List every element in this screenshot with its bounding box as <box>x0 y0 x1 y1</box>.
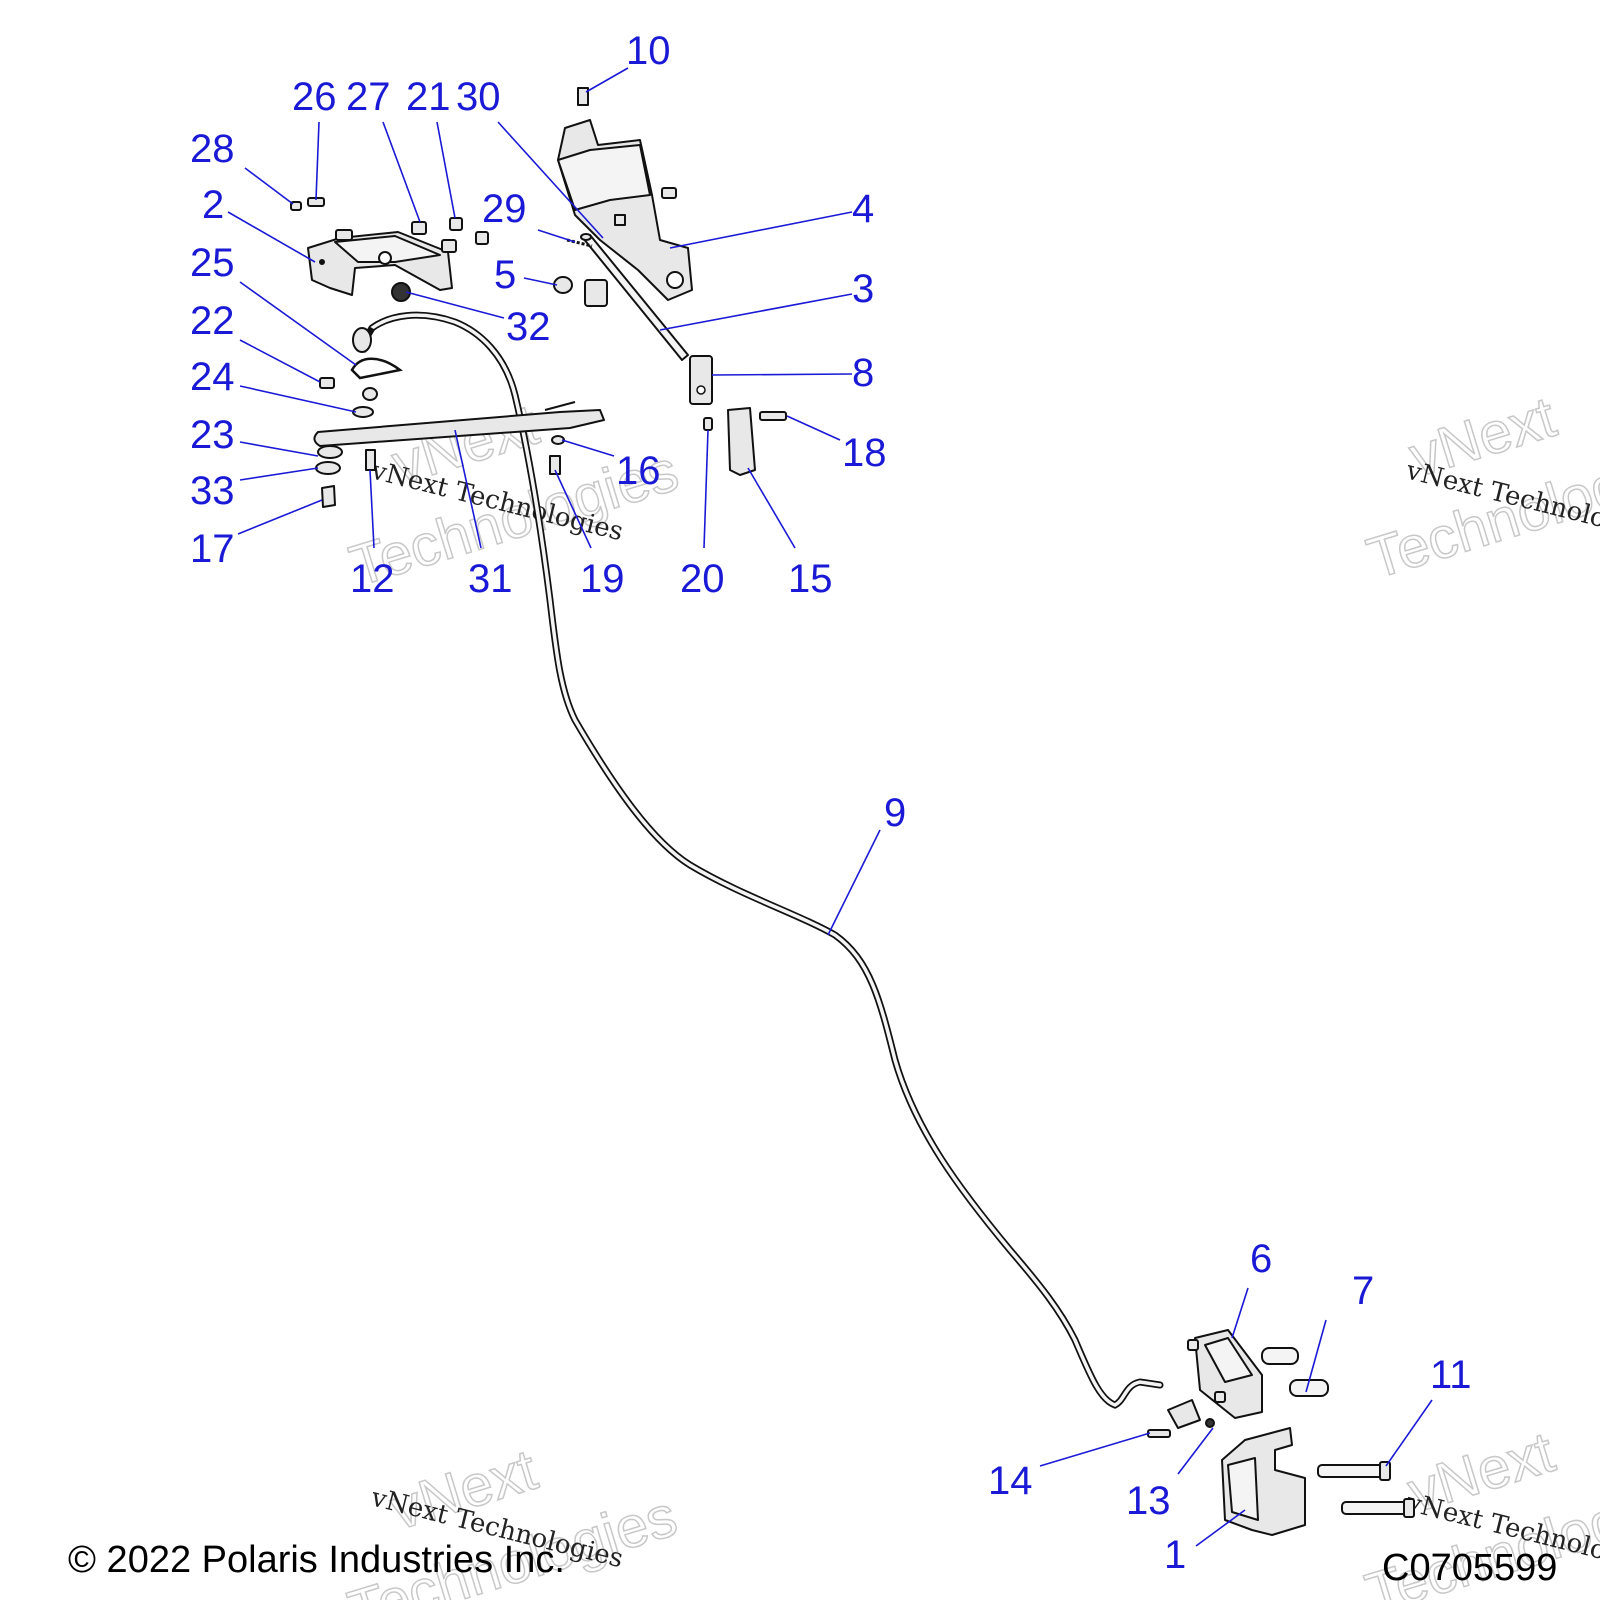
callouts: 10 26 27 21 30 28 2 29 4 5 3 25 32 22 8 … <box>190 29 1472 1577</box>
bolt-part-19 <box>549 455 561 475</box>
callout-23: 23 <box>190 413 235 457</box>
plate-part-8 <box>689 355 713 405</box>
callout-13: 13 <box>1126 1479 1171 1523</box>
fastener-28 <box>290 201 302 211</box>
callout-9: 9 <box>884 791 906 835</box>
clip-part-25 <box>350 357 403 380</box>
callout-32: 32 <box>506 305 551 349</box>
bracket-part-1 <box>1221 1427 1306 1536</box>
fastener-cluster-top-left <box>290 197 489 253</box>
washer-part-33 <box>315 461 341 475</box>
copyright-text: © 2022 Polaris Industries Inc. <box>68 1539 565 1581</box>
callout-26: 26 <box>292 75 337 119</box>
callout-27: 27 <box>346 75 391 119</box>
clip-part-13 <box>1205 1418 1215 1428</box>
callout-1: 1 <box>1164 1533 1186 1577</box>
lever-part-31 <box>313 409 605 447</box>
callout-3: 3 <box>852 267 874 311</box>
cable-part-9 <box>368 311 1164 1409</box>
callout-33: 33 <box>190 469 235 513</box>
rod-part-3 <box>580 233 689 361</box>
callout-12: 12 <box>350 557 395 601</box>
grommet-part-32 <box>391 282 411 302</box>
callout-30: 30 <box>456 75 501 119</box>
bolt-part-10 <box>577 87 589 106</box>
callout-21: 21 <box>406 75 451 119</box>
callout-17: 17 <box>190 527 235 571</box>
diagram-code: C0705599 <box>1382 1547 1557 1589</box>
bracket-part-2 <box>307 231 453 296</box>
callout-22: 22 <box>190 299 235 343</box>
lever-tip <box>544 401 576 411</box>
pin-part-14 <box>1147 1429 1171 1438</box>
fastener-27 <box>411 221 427 235</box>
callout-19: 19 <box>580 557 625 601</box>
clevis-part-13 <box>1167 1399 1201 1429</box>
callout-25: 25 <box>190 241 235 285</box>
callout-16: 16 <box>616 449 661 493</box>
sleeves-part-7 <box>1261 1347 1329 1397</box>
pin-part-20 <box>703 417 713 431</box>
callout-8: 8 <box>852 351 874 395</box>
fastener-21 <box>449 217 463 231</box>
washer-part-23 <box>317 445 343 459</box>
callout-31: 31 <box>468 557 513 601</box>
cable-fitting-top <box>352 327 372 353</box>
bolt-part-12 <box>365 449 376 471</box>
callout-10: 10 <box>626 29 671 73</box>
collar-block <box>584 279 608 307</box>
bolt-part-18 <box>759 411 787 421</box>
callout-24: 24 <box>190 355 235 399</box>
leader-lines <box>227 67 1433 1547</box>
callout-2: 2 <box>202 183 224 227</box>
nut-part-22 <box>319 377 335 389</box>
callout-28: 28 <box>190 127 235 171</box>
housing-part-4 <box>557 119 693 301</box>
callout-7: 7 <box>1352 1269 1374 1313</box>
assembly-part-6 <box>1187 1329 1263 1419</box>
callout-5: 5 <box>494 253 516 297</box>
callout-20: 20 <box>680 557 725 601</box>
callout-29: 29 <box>482 187 527 231</box>
spring-part-29 <box>566 238 593 248</box>
callout-14: 14 <box>988 1459 1033 1503</box>
cable-highlight <box>370 313 1162 1407</box>
callout-15: 15 <box>788 557 833 601</box>
callout-11: 11 <box>1430 1353 1472 1397</box>
block-part-15 <box>727 407 756 476</box>
callout-4: 4 <box>852 187 874 231</box>
bolts-part-11 <box>1317 1461 1415 1518</box>
bolt-part-17 <box>321 485 336 508</box>
callout-6: 6 <box>1250 1237 1272 1281</box>
part-24-top <box>362 387 378 401</box>
callout-18: 18 <box>842 431 887 475</box>
